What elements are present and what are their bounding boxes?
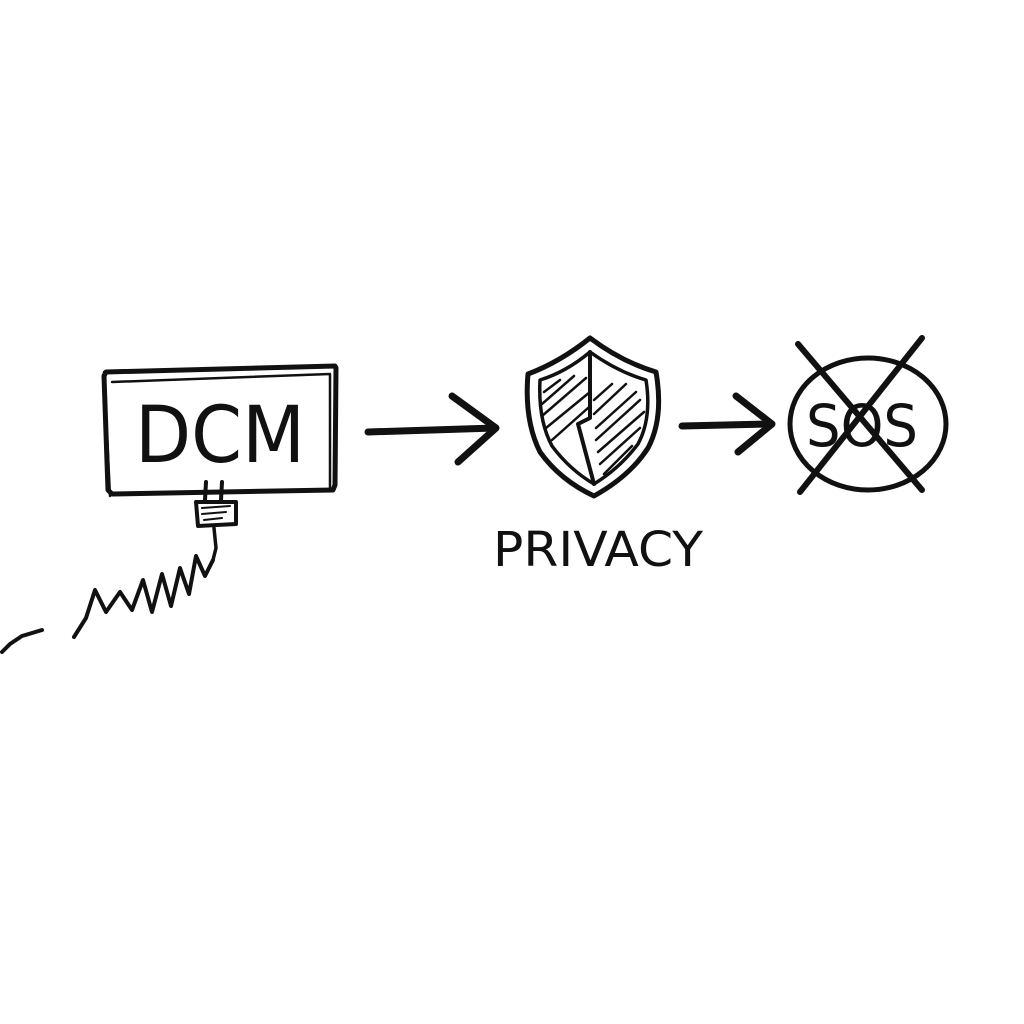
shield-hatching-left [540, 374, 592, 442]
shield-hatching-right [592, 382, 646, 476]
right-arrow-icon [678, 392, 776, 456]
sos-symbol: SOS [787, 335, 949, 495]
cross-icon [795, 335, 925, 495]
dcm-box: DCM [101, 363, 339, 498]
privacy-label: PRIVACY [493, 522, 704, 578]
dcm-label: DCM [135, 391, 305, 481]
sos-label: SOS [806, 392, 918, 460]
right-arrow-icon [364, 392, 500, 466]
power-cord [0, 554, 215, 654]
power-plug-icon [194, 480, 238, 562]
shield-icon [524, 335, 662, 499]
